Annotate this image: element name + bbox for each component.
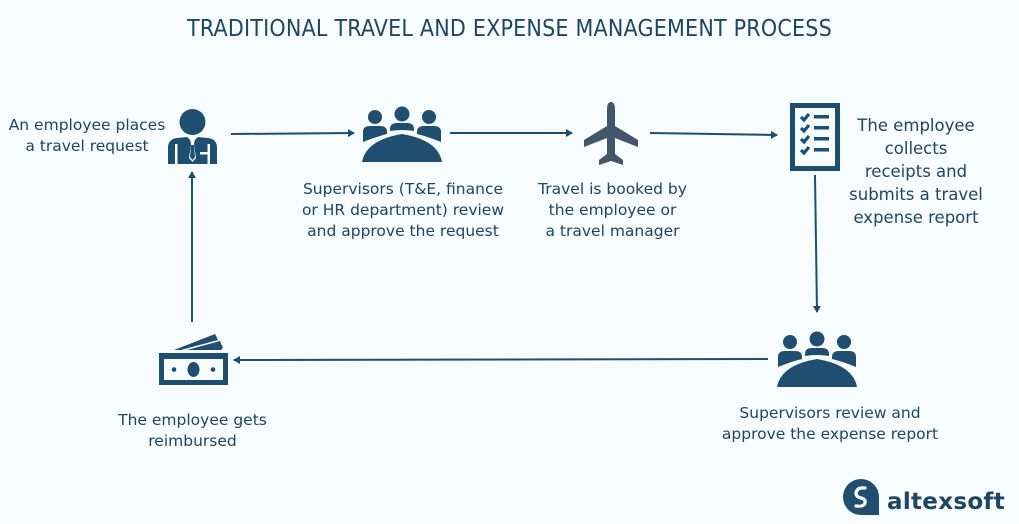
arrow-step3-to-step4 xyxy=(649,130,778,139)
arrow-step4-to-step5 xyxy=(812,174,821,313)
checklist-icon xyxy=(790,103,840,171)
step-6-label: The employee gets reimbursed xyxy=(118,411,267,450)
money-bills-icon xyxy=(159,334,228,385)
step-3-label: Travel is booked by the employee or a tr… xyxy=(538,180,687,240)
businessman-icon xyxy=(168,109,217,164)
airplane-icon xyxy=(584,102,638,165)
meeting-group-icon xyxy=(362,106,442,162)
arrow-step1-to-step2 xyxy=(230,129,355,138)
diagram-title: TRADITIONAL TRAVEL AND EXPENSE MANAGEMEN… xyxy=(187,16,832,42)
step-5-label: Supervisors review and approve the expen… xyxy=(721,404,939,443)
step-4-label: The employee collects receipts and submi… xyxy=(849,116,983,227)
altexsoft-logo: altexsoft xyxy=(842,478,1005,516)
step-2-label: Supervisors (T&E, finance or HR departme… xyxy=(301,180,505,240)
meeting-group-icon xyxy=(777,331,857,387)
altexsoft-logo-icon xyxy=(843,479,879,515)
arrow-step5-to-step6 xyxy=(233,355,769,364)
altexsoft-logo-text: altexsoft xyxy=(887,489,1006,515)
step-1-label: An employee places a travel request xyxy=(8,116,166,155)
